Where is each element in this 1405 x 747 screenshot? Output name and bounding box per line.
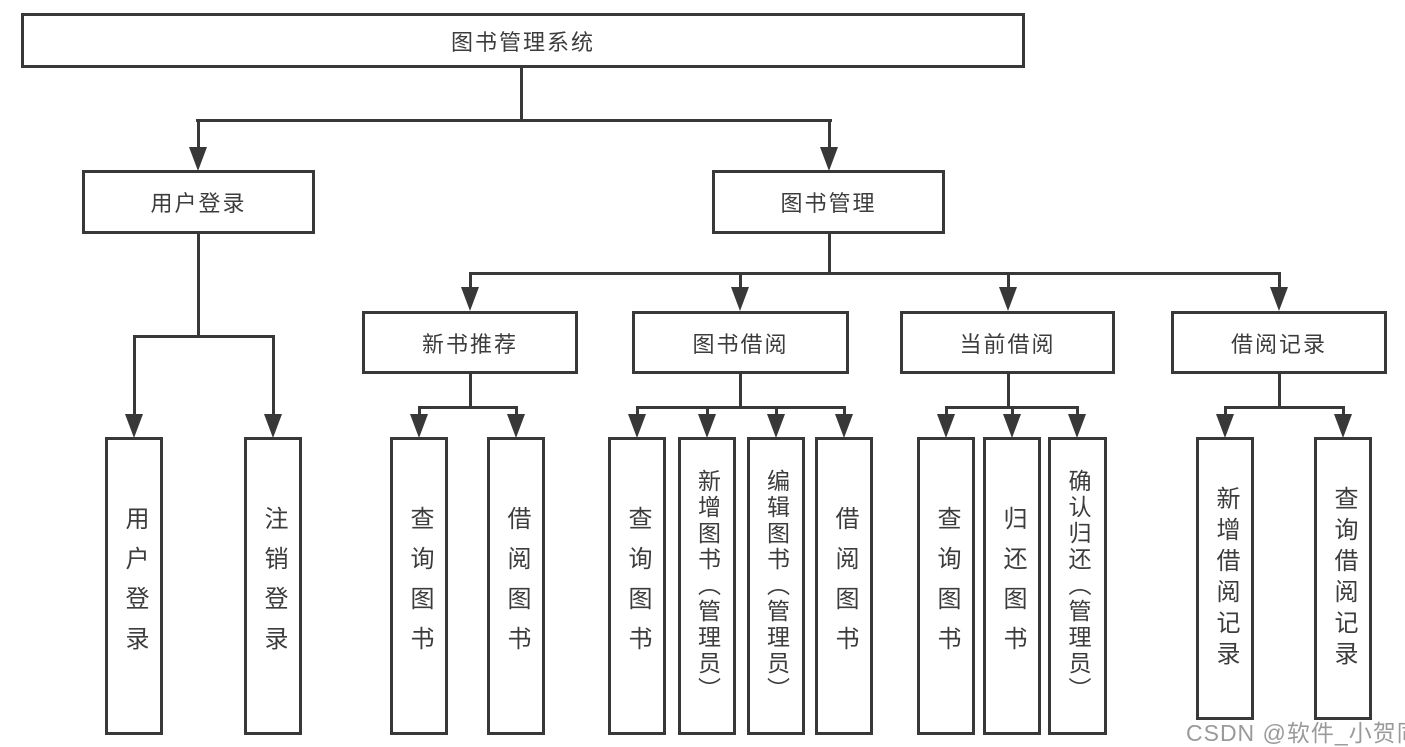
node-new-books-label: 新书推荐 [421,331,518,357]
leaf-label: 归还图书 [999,506,1026,666]
node-borrow-records-label: 借阅记录 [1230,331,1327,357]
arrowhead-leaf [1003,414,1021,438]
connector-arrow-shaft [1278,272,1281,289]
arrowhead-leaf [507,414,525,438]
arrowhead-current-borrow [999,287,1017,311]
connector-arrow-shaft [1007,272,1010,289]
leaf-newbooks-borrow: 借阅图书 [487,437,545,735]
arrowhead-leaf [835,414,853,438]
connector-mgmt-stem [828,234,831,272]
node-user-login-label: 用户登录 [150,191,247,216]
connector-arrow-shaft [1076,406,1079,416]
connector-user-stem [197,234,200,335]
leaf-current-query: 查询图书 [917,437,975,735]
connector-level2-branch [469,272,1280,275]
node-root: 图书管理系统 [21,13,1025,68]
leaf-newbooks-query: 查询图书 [390,437,448,735]
leaf-records-add: 新增借阅记录 [1196,437,1254,720]
leaf-label: 借阅图书 [831,506,858,666]
leaf-records-query: 查询借阅记录 [1314,437,1372,720]
connector-arrow-shaft [775,406,778,416]
connector-root-stem [520,68,523,120]
leaf-label: 查询图书 [624,506,651,666]
arrowhead-leaf [767,414,785,438]
watermark: CSDN @软件_小贺同学 [1186,720,1405,746]
connector-bookborrow-stem [739,374,742,407]
leaf-current-return: 归还图书 [983,437,1041,735]
node-borrow-records: 借阅记录 [1171,311,1387,374]
arrowhead-user-login [189,147,207,171]
connector-arrow-shaft [828,119,831,149]
connector-user-branch [133,335,274,338]
node-new-books: 新书推荐 [362,311,578,374]
node-current-borrow-label: 当前借阅 [959,331,1056,357]
leaf-label: 编辑图书（管理员） [763,469,790,703]
node-book-mgmt: 图书管理 [712,170,945,234]
arrowhead-leaf [1068,414,1086,438]
arrowhead-leaf-user-login [125,414,143,438]
leaf-user-login: 用户登录 [105,437,163,735]
leaf-label: 新增借阅记录 [1212,485,1239,672]
leaf-borrow-add-admin: 新增图书（管理员） [678,437,736,735]
arrowhead-leaf [1334,414,1352,438]
arrowhead-leaf [937,414,955,438]
arrowhead-leaf [1216,414,1234,438]
node-book-borrow: 图书借阅 [632,311,849,374]
connector-records-stem [1278,374,1281,407]
connector-arrow-shaft [469,272,472,289]
connector-arrow-shaft [739,272,742,289]
node-root-label: 图书管理系统 [450,29,595,55]
leaf-borrow-borrow: 借阅图书 [815,437,873,735]
leaf-label: 新增图书（管理员） [694,469,721,703]
leaf-label: 注销登录 [260,506,287,666]
connector-arrow-shaft [1011,406,1014,416]
connector-arrow-shaft [1342,406,1345,416]
connector-arrow-shaft [418,406,421,416]
node-user-login: 用户登录 [82,170,315,234]
connector-newbooks-stem [469,374,472,407]
leaf-label: 确认归还（管理员） [1065,469,1091,703]
connector-arrow-shaft [197,119,200,149]
leaf-label: 查询图书 [933,506,960,666]
leaf-borrow-query: 查询图书 [608,437,666,735]
connector-arrow-shaft [945,406,948,416]
leaf-logout: 注销登录 [244,437,302,735]
arrowhead-new-books [461,287,479,311]
connector-records-branch [1224,406,1344,409]
node-book-mgmt-label: 图书管理 [780,191,877,216]
node-current-borrow: 当前借阅 [900,311,1115,374]
connector-arrow-shaft [636,406,639,416]
connector-arrow-shaft [515,406,518,416]
arrowhead-book-borrow [731,287,749,311]
leaf-current-confirm-admin: 确认归还（管理员） [1048,437,1107,735]
connector-arrow-shaft [706,406,709,416]
connector-newbooks-branch [418,406,518,409]
arrowhead-book-mgmt [820,147,838,171]
connector-arrow-shaft [272,335,275,416]
arrowhead-borrow-records [1270,287,1288,311]
leaf-label: 查询图书 [406,506,433,666]
connector-bookborrow-branch [636,406,845,409]
arrowhead-leaf-logout [264,414,282,438]
leaf-label: 借阅图书 [503,506,530,666]
connector-level1-branch [196,119,832,122]
arrowhead-leaf [698,414,716,438]
connector-currentborrow-stem [1007,374,1010,407]
leaf-borrow-edit-admin: 编辑图书（管理员） [747,437,805,735]
arrowhead-leaf [628,414,646,438]
connector-arrow-shaft [133,335,136,416]
node-book-borrow-label: 图书借阅 [692,331,789,357]
connector-arrow-shaft [843,406,846,416]
connector-arrow-shaft [1224,406,1227,416]
leaf-label: 用户登录 [121,506,148,666]
leaf-label: 查询借阅记录 [1330,485,1357,672]
arrowhead-leaf [410,414,428,438]
